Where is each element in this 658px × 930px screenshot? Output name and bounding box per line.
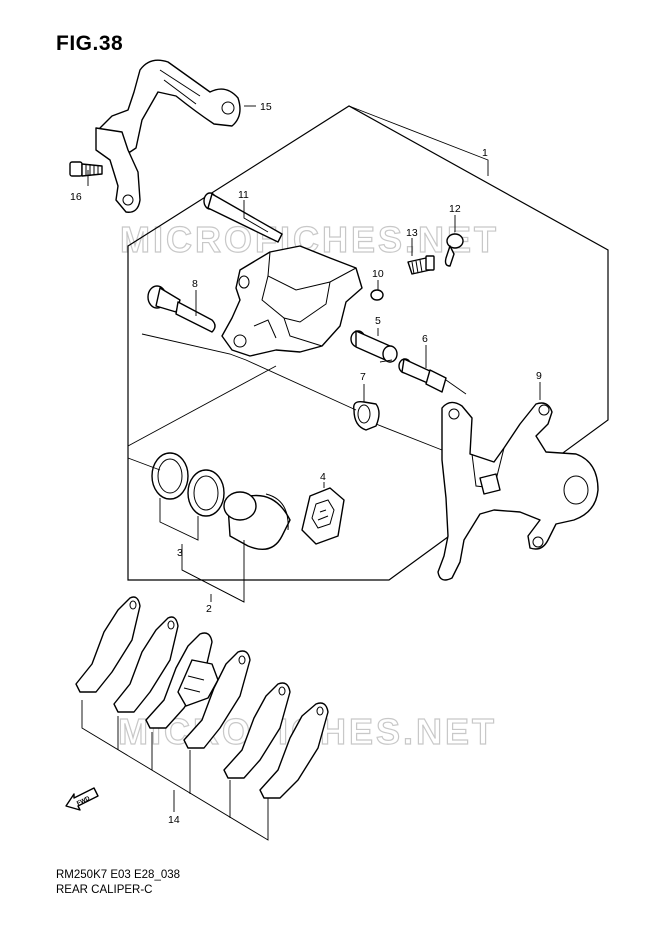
part-bleeder-13 [407, 255, 435, 275]
callout-8: 8 [192, 278, 198, 290]
callout-12: 12 [449, 203, 461, 215]
callout-16: 16 [70, 191, 82, 203]
part-bracket-15 [95, 59, 241, 213]
callout-10: 10 [372, 268, 384, 280]
callout-6: 6 [422, 333, 428, 345]
part-caliper-body [221, 245, 363, 357]
callout-1: 1 [482, 147, 488, 159]
callout-9: 9 [536, 370, 542, 382]
part-cap-12 [444, 233, 464, 267]
callout-13: 13 [406, 227, 418, 239]
part-slide-pin-8 [147, 285, 216, 333]
callout-7: 7 [360, 371, 366, 383]
part-seals-3 [151, 452, 225, 517]
part-sleeve-5 [350, 330, 398, 363]
part-boot-7 [353, 400, 380, 431]
figure-title: FIG.38 [56, 32, 124, 55]
assembly-name: REAR CALIPER-C [56, 884, 153, 896]
fwd-label: FWD [76, 795, 92, 807]
part-pin-11 [203, 192, 283, 243]
part-pads-14 [75, 596, 329, 799]
part-bracket-9 [437, 401, 599, 581]
part-spring-4 [301, 487, 345, 545]
callout-3: 3 [177, 547, 183, 559]
model-code: RM250K7 E03 E28_038 [56, 869, 181, 881]
callout-2: 2 [206, 603, 212, 615]
part-piston-2 [223, 491, 291, 550]
callout-4: 4 [320, 471, 326, 483]
part-bolt-16 [69, 161, 103, 177]
fwd-arrow-icon: FWD [65, 787, 99, 811]
part-bolt-6 [398, 358, 447, 393]
part-ring-10 [370, 289, 384, 301]
callout-14: 14 [168, 814, 180, 826]
leader-lines [81, 105, 541, 841]
callout-15: 15 [260, 101, 272, 113]
callout-5: 5 [375, 315, 381, 327]
callout-11: 11 [238, 189, 249, 201]
